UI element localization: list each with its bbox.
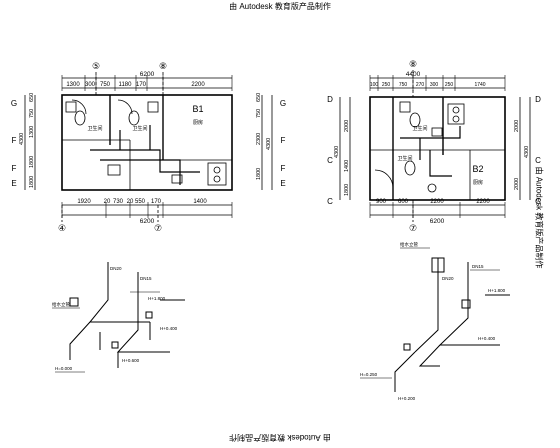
b1-bath-label-1: 卫生间: [87, 125, 102, 132]
b2-right-dim-2: 4300: [524, 146, 530, 158]
b2-right-dim-3: 2000: [514, 178, 520, 190]
b2-right-dim-1: 2000: [514, 120, 520, 132]
b1-left-dim-5: 1800: [29, 176, 35, 188]
b2-room-label: B2: [472, 164, 483, 174]
b1-top-dim-2: 300: [85, 82, 96, 88]
b1-axis-bottom-2: ⑦: [154, 223, 162, 233]
b2-left-dim-3: 1400: [344, 160, 350, 172]
b2-left-dim-1: 2000: [344, 120, 350, 132]
iso2-tag-5: H+0.400: [478, 336, 496, 341]
b2-bottom-dim-4: 2200: [476, 199, 490, 205]
b1-axis-bottom-1: ④: [58, 223, 66, 233]
b1-bottom-dim-4: 20: [127, 199, 134, 205]
iso2-tag-3: DN15: [472, 264, 484, 269]
b2-axis-right-1: D: [535, 95, 541, 104]
iso1-tag-6: H+0.600: [122, 358, 140, 363]
b1-bottom-dim-7: 1400: [193, 199, 207, 205]
b1-bottom-dim-5: 550: [135, 199, 146, 205]
iso2-tag-1: 给水立管: [400, 241, 418, 248]
b1-bottom-dim-3: 730: [113, 199, 124, 205]
b1-axis-right-1: G: [280, 99, 286, 108]
b2-top-dim-5: 300: [430, 82, 439, 88]
iso2-tag-7: H+0.200: [398, 396, 416, 401]
b2-top-dim-4: 270: [416, 82, 425, 88]
b1-bottom-dim-1: 1920: [77, 199, 91, 205]
b1-room-label: B1: [192, 104, 203, 114]
b1-bottom-dim-6: 170: [151, 199, 162, 205]
b2-bottom-dim-3: 2200: [430, 199, 444, 205]
plan-b1: [24, 72, 273, 222]
b2-top-total: 4400: [406, 71, 421, 78]
b2-left-dim-4: 1800: [344, 184, 350, 196]
b1-axis-left-4: E: [11, 179, 16, 188]
iso1-tag-2: DN20: [110, 266, 122, 271]
b1-right-dim-3: 2300: [256, 133, 262, 145]
b1-top-dim-5: 170: [136, 82, 147, 88]
b2-top-dim-7: 1740: [474, 82, 485, 88]
b1-axis-left-1: G: [11, 99, 17, 108]
b1-left-total: 4300: [19, 133, 25, 145]
b2-top-dim-3: 750: [399, 82, 408, 88]
isometric-b2: [360, 247, 510, 392]
b1-left-dim-2: 750: [29, 109, 35, 118]
b2-top-dim-1: 100: [370, 82, 379, 88]
b1-top-dim-4: 1180: [119, 82, 133, 88]
b1-right-dim-4: 1800: [256, 168, 262, 180]
b2-axis-left-2: C: [327, 156, 333, 165]
b1-axis-left-3: F: [12, 164, 17, 173]
b1-left-dim-1: 650: [29, 93, 35, 102]
isometric-b1: [52, 262, 185, 373]
iso1-tag-3: DN15: [140, 276, 152, 281]
b2-bottom-dim-1: 900: [376, 199, 387, 205]
b1-axis-right-4: E: [280, 179, 285, 188]
b1-right-dim-1: 650: [256, 93, 262, 102]
b1-axis-top-1: ⑤: [92, 61, 100, 71]
iso1-tag-7: H=0.000: [55, 366, 73, 371]
b1-left-dim-3: 1300: [29, 126, 35, 138]
b1-axis-top-2: ⑧: [159, 61, 167, 71]
b1-bath-label-2: 卫生间: [132, 125, 147, 132]
b1-bottom-total: 6200: [140, 218, 155, 225]
b2-axis-left-1: D: [327, 95, 333, 104]
b1-top-dim-3: 750: [100, 82, 111, 88]
b2-room-sub: 厨房: [473, 179, 483, 186]
b2-bath-label-1: 卫生间: [412, 125, 427, 132]
b1-axis-right-2: F: [281, 136, 286, 145]
plan-b2: [339, 70, 531, 222]
b1-top-dim-6: 2200: [191, 82, 205, 88]
iso1-tag-4: H+1.800: [148, 296, 166, 301]
b2-bottom-total: 6200: [430, 218, 445, 225]
watermark-top: 由 Autodesk 教育版产品制作: [229, 2, 331, 11]
b1-top-dim-1: 1300: [66, 82, 80, 88]
b1-axis-left-2: F: [12, 136, 17, 145]
b2-top-dim-2: 250: [382, 82, 391, 88]
b1-left-dim-4: 1800: [29, 156, 35, 168]
b2-bath-label-2: 卫生间: [397, 155, 412, 162]
b1-axis-right-3: F: [281, 164, 286, 173]
b1-right-dim-2: 750: [256, 109, 262, 118]
b1-top-total: 6200: [140, 71, 155, 78]
b2-axis-bottom-1: ⑦: [409, 223, 417, 233]
b2-top-dim-6: 250: [445, 82, 454, 88]
b2-axis-left-3: C: [327, 197, 333, 206]
b2-axis-right-3: C: [535, 197, 541, 206]
iso1-tag-1: 给水立管: [52, 301, 70, 308]
b1-bottom-dim-2: 20: [104, 199, 111, 205]
iso2-tag-2: DN20: [442, 276, 454, 281]
b2-left-dim-2: 4300: [334, 146, 340, 158]
iso1-tag-5: H+0.400: [160, 326, 178, 331]
iso2-tag-4: H+1.800: [488, 288, 506, 293]
b1-right-total: 4300: [266, 138, 272, 150]
b2-bottom-dim-2: 600: [398, 199, 409, 205]
iso2-tag-6: H=0.250: [360, 372, 378, 377]
b2-axis-top-1: ⑧: [409, 59, 417, 69]
b1-room-sub: 厨房: [193, 119, 203, 126]
b2-axis-right-2: C: [535, 156, 541, 165]
